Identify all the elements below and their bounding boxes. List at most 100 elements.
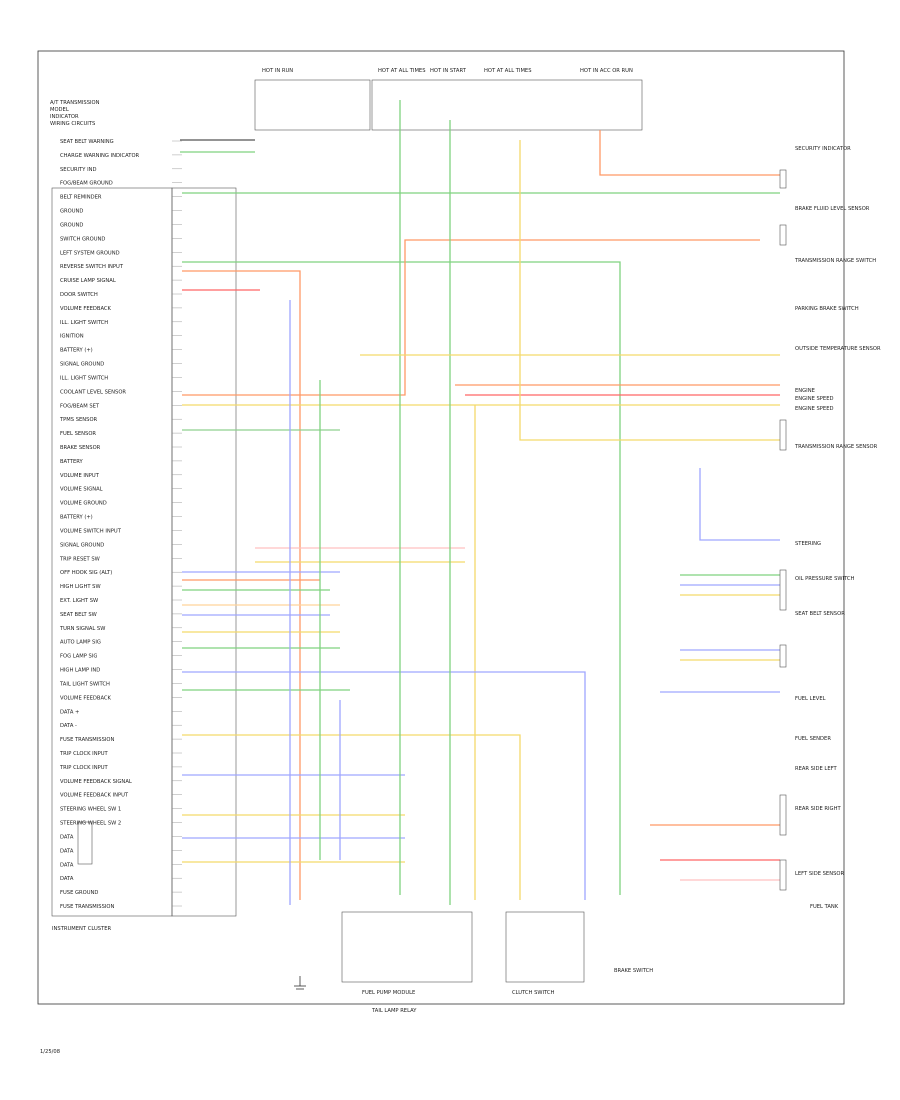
left-label-layer: SEAT BELT WARNING CHARGE WARNING INDICATO…	[59, 139, 182, 910]
cluster-pin-label: FOG/BEAM SET	[60, 403, 100, 409]
title-block: A/T TRANSMISSION MODEL INDICATOR WIRING …	[50, 100, 100, 127]
cluster-pin-label: FOG/BEAM GROUND	[60, 181, 113, 187]
brake-switch-label: BRAKE SWITCH	[614, 968, 653, 974]
cluster-pin-label: DOOR SWITCH	[60, 292, 98, 298]
wire	[519, 140, 780, 441]
wire-layer	[180, 100, 780, 905]
fuse-box-right	[371, 79, 643, 131]
cluster-inner-block	[77, 821, 93, 865]
right-component-layer: SECURITY INDICATOR BRAKE FLUID LEVEL SENS…	[779, 146, 881, 891]
right-component-label: STEERING	[795, 541, 821, 547]
cluster-pin-label: COOLANT LEVEL SENSOR	[60, 389, 126, 395]
connector-block	[779, 569, 787, 611]
cluster-pin-label: VOLUME SWITCH INPUT	[60, 529, 122, 535]
top-switch-labels: HOT IN RUN HOT AT ALL TIMES HOT IN START HO…	[262, 68, 633, 74]
cluster-pin-label: BATTERY (+)	[60, 515, 93, 521]
right-component-label: FUEL SENDER	[795, 736, 831, 742]
diagram-code: 1/25/08	[40, 1049, 60, 1055]
cluster-pin-label: STEERING WHEEL SW 2	[60, 821, 121, 827]
connector-block	[779, 644, 787, 668]
cluster-pin-label: LEFT SYSTEM GROUND	[60, 250, 120, 256]
cluster-pin-label: ILL. LIGHT SWITCH	[60, 320, 108, 326]
cluster-pin-label: DATA -	[60, 723, 77, 729]
right-component-label: PARKING BRAKE SWITCH	[795, 306, 859, 312]
cluster-pin-label: EXT. LIGHT SW	[60, 598, 98, 604]
instrument-cluster-label: INSTRUMENT CLUSTER	[52, 926, 112, 932]
right-component-label: TRANSMISSION RANGE SWITCH	[794, 258, 876, 264]
wire	[182, 671, 586, 900]
cluster-pin-label: GROUND	[60, 209, 83, 215]
title-line-4: WIRING CIRCUITS	[50, 121, 95, 127]
cluster-pin-label: CHARGE WARNING INDICATOR	[60, 153, 140, 159]
cluster-pin-label: ILL. LIGHT SWITCH	[60, 376, 108, 382]
cluster-pin-label: HIGH LAMP IND	[60, 668, 100, 674]
wire	[182, 734, 521, 900]
cluster-pin-label: BATTERY (+)	[60, 348, 93, 354]
right-component-label: BRAKE FLUID LEVEL SENSOR	[795, 206, 870, 212]
cluster-pin-label: TRIP RESET SW	[59, 556, 100, 562]
cluster-pin-label: CRUISE LAMP SIGNAL	[60, 278, 116, 284]
cluster-pin-label: SWITCH GROUND	[60, 236, 105, 242]
wire	[182, 270, 301, 900]
connector-block	[779, 419, 787, 451]
cluster-pin-label: SIGNAL GROUND	[60, 542, 104, 548]
right-component-label: ENGINE SPEED	[795, 396, 834, 402]
top-switch-label: HOT IN START	[430, 68, 467, 74]
right-component-label: SEAT BELT SENSOR	[795, 611, 845, 617]
cluster-pin-label: VOLUME FEEDBACK	[60, 306, 112, 312]
top-switch-label: HOT AT ALL TIMES	[378, 68, 426, 74]
cluster-pin-label: FUSE TRANSMISSION	[60, 904, 114, 910]
cluster-pin-label: FUSE TRANSMISSION	[60, 737, 114, 743]
right-component-label: OIL PRESSURE SWITCH	[795, 576, 855, 582]
top-switch-label: HOT AT ALL TIMES	[484, 68, 532, 74]
tail-lamp-relay-label: TAIL LAMP RELAY	[371, 1008, 417, 1014]
fuel-tank-label: FUEL TANK	[810, 904, 839, 910]
cluster-pin-label: FUSE GROUND	[60, 890, 98, 896]
top-switch-label: HOT IN RUN	[262, 68, 293, 74]
right-component-label: FUEL LEVEL	[795, 696, 826, 702]
right-component-label: SECURITY INDICATOR	[795, 146, 851, 152]
connector-block	[779, 169, 787, 189]
cluster-pin-label: DATA	[60, 848, 74, 854]
cluster-pin-label: BATTERY	[60, 459, 83, 465]
title-line-2: MODEL	[50, 107, 69, 113]
cluster-pin-label: HIGH LIGHT SW	[60, 584, 101, 590]
cluster-pin-label: TURN SIGNAL SW	[59, 626, 105, 632]
right-component-label: REAR SIDE LEFT	[795, 766, 837, 772]
cluster-pin-label: TRIP CLOCK INPUT	[59, 751, 108, 757]
cluster-pin-label: GROUND	[60, 223, 83, 229]
cluster-pin-label: TPMS SENSOR	[59, 417, 98, 423]
cluster-connector	[171, 187, 237, 917]
cluster-pin-label: VOLUME SIGNAL	[60, 487, 103, 493]
right-component-label: OUTSIDE TEMPERATURE SENSOR	[795, 346, 881, 352]
clutch-switch-label: CLUTCH SWITCH	[512, 990, 555, 996]
cluster-pin-label: STEERING WHEEL SW 1	[60, 807, 121, 813]
cluster-pin-label: BRAKE SENSOR	[60, 445, 101, 451]
cluster-pin-label: FOG LAMP SIG	[60, 654, 97, 660]
cluster-pin-label: OFF HOOK SIG (ALT)	[60, 570, 112, 576]
fuse-box-left	[254, 79, 371, 131]
cluster-pin-label: VOLUME FEEDBACK INPUT	[60, 793, 129, 799]
cluster-pin-label: VOLUME GROUND	[60, 501, 107, 507]
title-line-3: INDICATOR	[50, 114, 79, 120]
cluster-pin-label: DATA	[60, 835, 74, 841]
clutch-switch-box	[505, 911, 585, 983]
cluster-pin-label: SEAT BELT WARNING	[60, 139, 114, 145]
cluster-pin-label: DATA +	[60, 709, 79, 715]
cluster-pin-label: IGNITION	[60, 334, 84, 340]
wire	[599, 130, 780, 176]
diagram-frame	[37, 50, 845, 1005]
wire	[182, 239, 760, 396]
connector-block	[779, 224, 787, 246]
wire	[699, 468, 780, 541]
cluster-pin-label: VOLUME FEEDBACK	[60, 695, 112, 701]
cluster-pin-label: AUTO LAMP SIG	[60, 640, 101, 646]
wire	[182, 261, 621, 895]
cluster-pin-label: SIGNAL GROUND	[60, 362, 104, 368]
cluster-pin-label: SECURITY IND	[60, 167, 97, 173]
cluster-pin-label: VOLUME FEEDBACK SIGNAL	[60, 779, 132, 785]
right-component-label: ENGINE	[795, 388, 815, 394]
title-line-1: A/T TRANSMISSION	[50, 100, 100, 106]
ground-symbol	[294, 976, 306, 990]
